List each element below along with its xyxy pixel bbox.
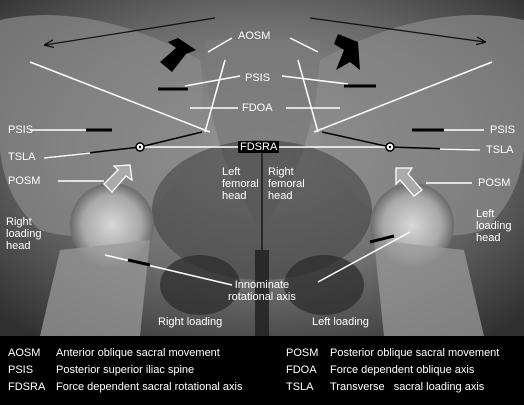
tsla-left-line-w [43,152,91,159]
label-tsla-right: TSLA [486,144,514,156]
line-aosm-right [207,37,233,53]
legend-item-fdsra: FDSRA Force dependent sacral rotational a… [8,381,243,393]
label-right-femoral-head: Right femoral head [268,166,305,202]
legend-abbr: POSM [286,347,319,359]
label-right-femoral-head-2: femoral [268,178,305,190]
psis-top-line-left [281,75,349,85]
legend-text: Transverse sacral loading axis [330,381,485,393]
legend: Right loading Left loading AOSM Anterior … [0,316,524,405]
label-left-femoral-head-2: femoral [222,178,259,190]
psis-top-line-right [184,75,241,87]
label-innominate-axis-1: Innominate [234,279,290,291]
legend-item-posm: POSM Posterior oblique sacral movement [286,347,499,359]
label-right-femoral-head-1: Right [268,166,294,178]
legend-item-aosm: AOSM Anterior oblique sacral movement [8,347,220,359]
label-tsla-left: TSLA [8,151,36,163]
label-right-loading-head-3: head [6,240,31,252]
label-left-loading-head-1: Left [476,208,495,220]
line-aosm-left [289,37,319,53]
legend-abbr: AOSM [8,347,41,359]
label-left-loading-head-3: head [476,232,501,244]
right-top-arrow [45,17,216,45]
label-innominate-axis: Innominate rotational axis [228,279,296,303]
posm-arrow-left [395,167,423,197]
legend-text: Force dependent sacral rotational axis [56,381,243,393]
aosm-arrow-left [334,34,360,70]
sacral-line-right [204,59,226,133]
legend-text: Posterior oblique sacral movement [330,347,500,359]
fdoa-line-left [313,61,493,133]
label-right-loading-head-2: loading [6,228,42,240]
innominate-line-right [104,254,233,286]
label-right-loading-head: Right loading head [6,216,41,252]
legend-abbr: FDSRA [8,381,46,393]
tsla-diag-left [139,131,203,148]
label-psis-top: PSIS [245,72,271,84]
label-left-femoral-head: Left femoral head [222,166,259,202]
legend-abbr: TSLA [286,381,314,393]
fdoa-line-right [29,61,211,133]
left-top-arrow [309,17,485,42]
right-obturator [160,255,240,315]
label-left-loading-head-2: loading [476,220,512,232]
label-psis-right: PSIS [490,124,516,136]
legend-text: Force dependent oblique axis [330,364,475,376]
label-fdsra: FDSRA [238,141,280,153]
pivot-right-dot [138,145,142,149]
label-aosm: AOSM [238,30,271,42]
label-posm-right: POSM [478,177,511,189]
right-femur [40,240,150,336]
legend-abbr: PSIS [8,364,34,376]
left-femur [374,240,484,336]
legend-text: Anterior oblique sacral movement [56,347,220,359]
label-innominate-axis-2: rotational axis [228,291,296,303]
pivot-left-dot [388,145,392,149]
label-left-loading: Left loading [312,316,369,328]
label-posm-left: POSM [8,175,41,187]
label-psis-left: PSIS [8,124,34,136]
pelvis-xray-diagram [0,0,524,336]
innominate-line-left [317,231,411,283]
tsla-right-line-w [439,148,481,151]
left-obturator [284,255,364,315]
legend-text: Posterior superior iliac spine [56,364,195,376]
legend-item-psis: PSIS Posterior superior iliac spine [8,364,194,376]
label-right-loading-head-1: Right [6,216,32,228]
label-left-femoral-head-3: head [222,190,247,202]
legend-item-fdoa: FDOA Force dependent oblique axis [286,364,474,376]
innominate-marker-left [369,234,395,244]
sacrum [205,40,320,230]
aosm-arrow-right [160,38,196,72]
legend-abbr: FDOA [286,364,317,376]
sacral-line-left [297,59,319,133]
innominate-marker-right [127,258,151,267]
posm-arrow-right [103,164,133,193]
label-left-femoral-head-1: Left [222,166,241,178]
label-right-loading: Right loading [158,316,223,328]
tsla-diag-right [321,131,391,148]
label-fdoa: FDOA [242,102,273,114]
label-left-loading-head: Left loading head [476,208,511,244]
label-right-femoral-head-3: head [268,190,293,202]
legend-item-tsla: TSLA Transverse sacral loading axis [286,381,484,393]
